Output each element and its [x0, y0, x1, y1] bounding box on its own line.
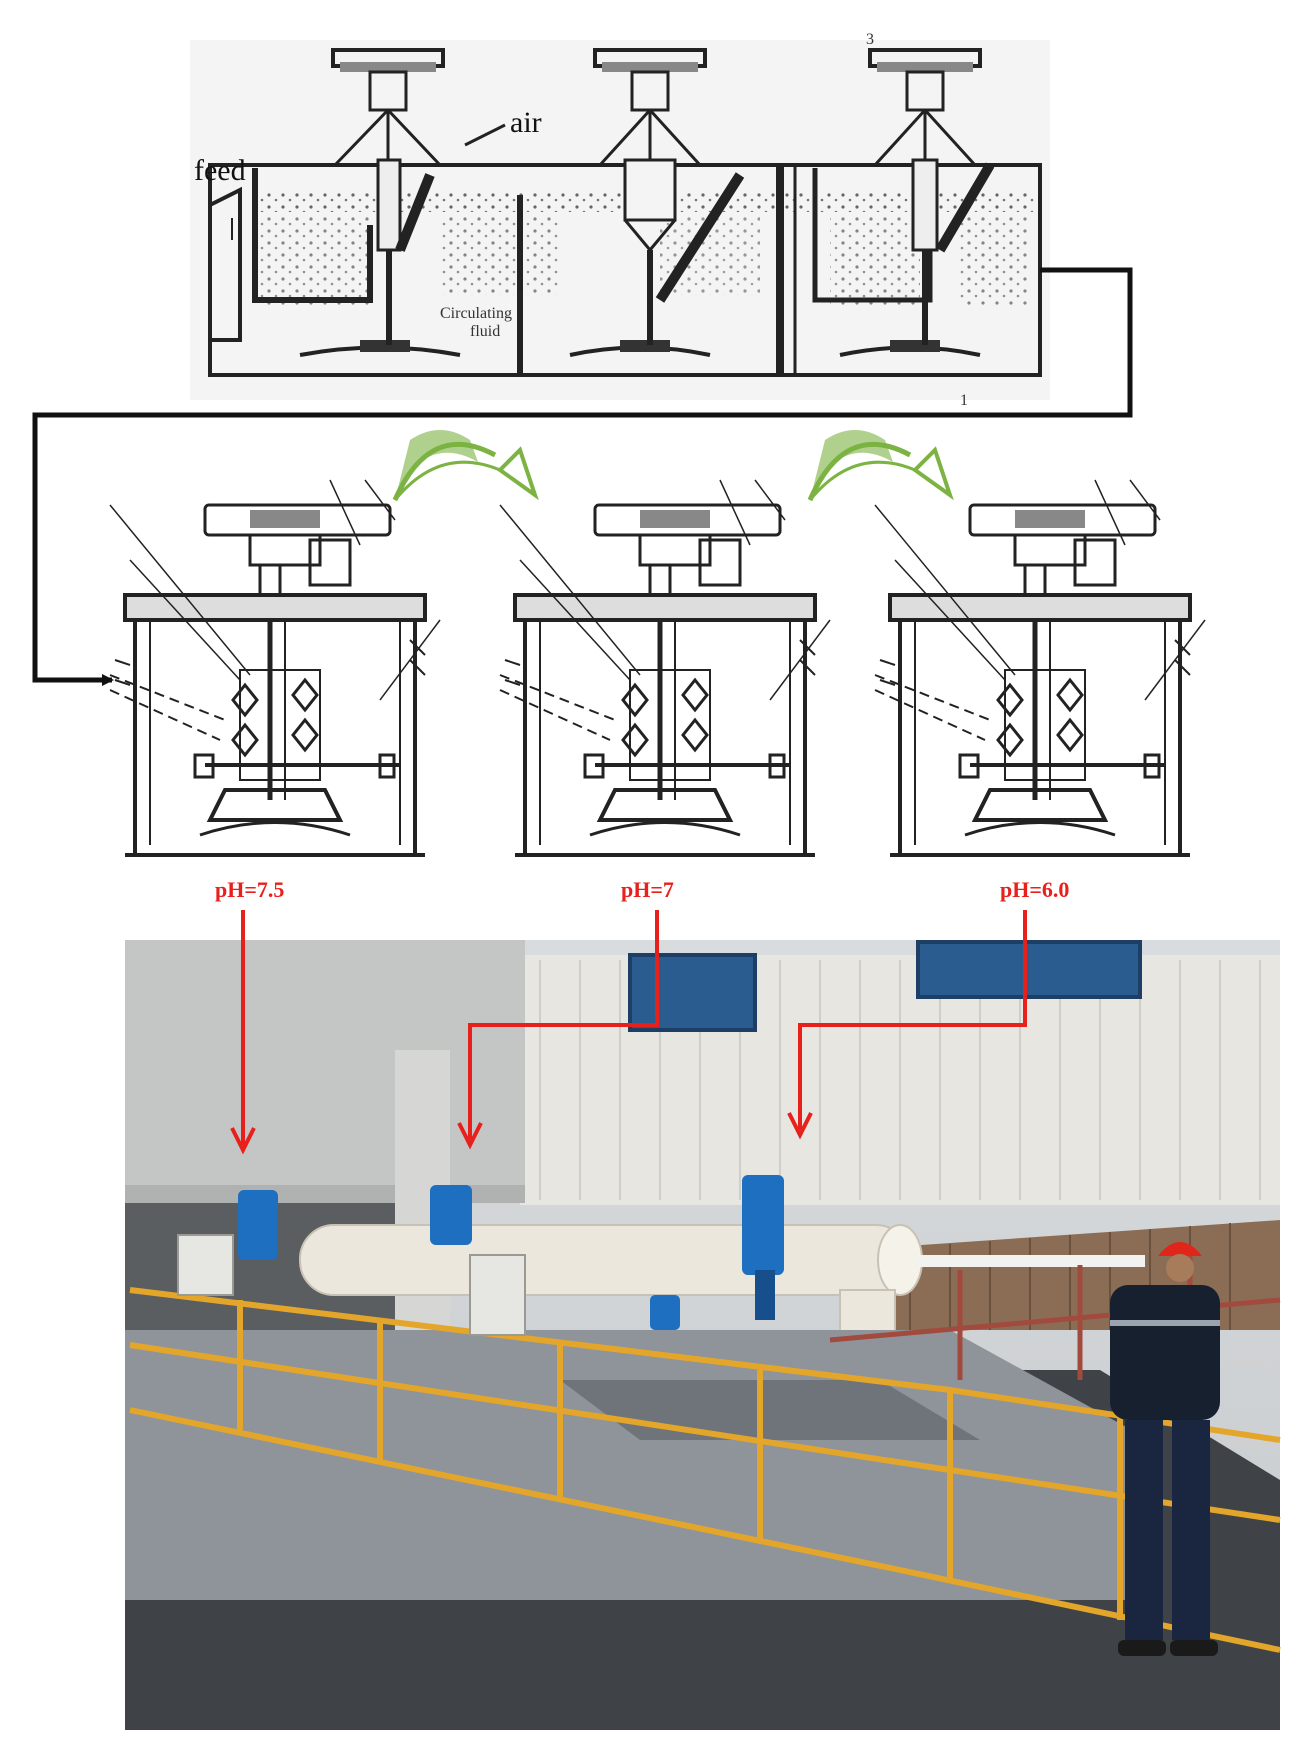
- circulating-label: Circulating: [440, 305, 512, 322]
- part-number-1: 1: [960, 392, 968, 409]
- green-flow-arrow-2: [807, 430, 954, 502]
- agitation-tanks: [109, 479, 1206, 857]
- ph-arrow-3: [798, 910, 1027, 1130]
- ph-arrow-2-head: [457, 1122, 483, 1150]
- ph-arrow-1-head: [230, 1127, 256, 1155]
- agitation-tank-2: [499, 479, 831, 857]
- agitator-motor-1: [177, 1190, 278, 1296]
- ph-arrow-2: [468, 910, 659, 1140]
- air-label: air: [510, 106, 542, 139]
- flow-connector-line: [32, 267, 1133, 686]
- cell-2-mechanism: [593, 48, 745, 345]
- agitation-tank-1: [109, 479, 441, 857]
- flotation-machine-drawing: air feed Circulating fluid 1 3: [190, 31, 1050, 409]
- site-photo: [125, 940, 1281, 1730]
- fluid-label: fluid: [470, 323, 500, 340]
- agitator-motor-2: [430, 1185, 680, 1336]
- ph-label-tank-3: pH=6.0: [1000, 877, 1069, 902]
- part-number-3: 3: [866, 31, 874, 48]
- ph-injection-arrows: [230, 910, 1027, 1155]
- cell-1-mechanism: [331, 48, 445, 345]
- worker-figure: [1110, 1242, 1220, 1656]
- ph-label-tank-2: pH=7: [621, 877, 674, 902]
- agitation-tank-3: [874, 479, 1206, 857]
- ph-arrow-3-head: [787, 1112, 813, 1140]
- cell-3-mechanism: [868, 48, 995, 345]
- ph-label-tank-1: pH=7.5: [215, 877, 284, 902]
- green-flow-arrow-1: [392, 430, 539, 502]
- feed-label: feed: [194, 154, 246, 187]
- agitator-motor-3: [742, 1175, 784, 1320]
